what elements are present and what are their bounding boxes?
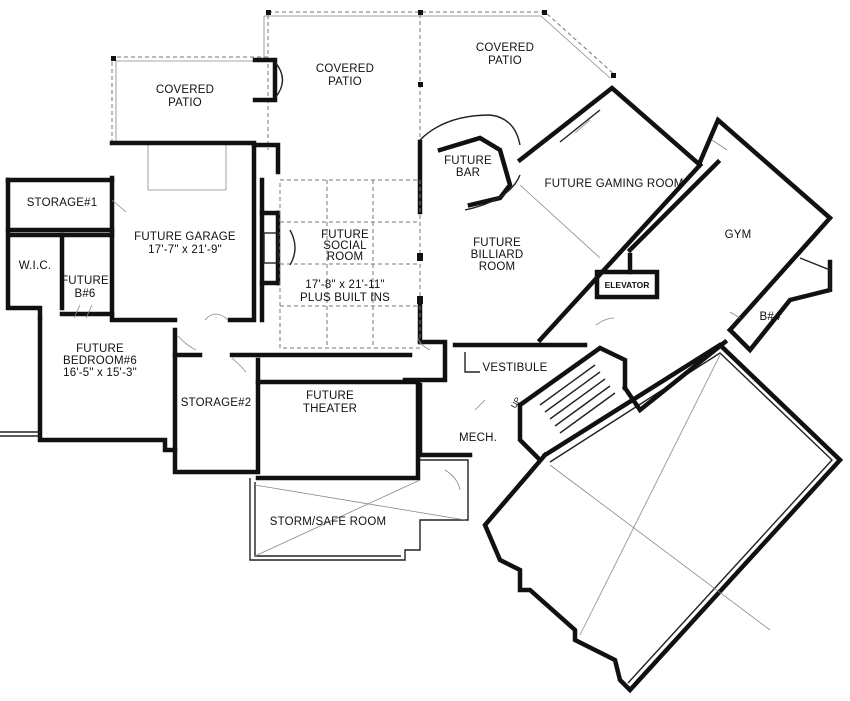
label-mech: MECH. (459, 432, 497, 444)
label-gym: GYM (725, 229, 752, 241)
label-bath-4: B#4 (759, 311, 780, 323)
label-vestibule: VESTIBULE (482, 362, 547, 374)
label-future-gaming-room: FUTURE GAMING ROOM (544, 178, 683, 190)
social-room-grid (263, 179, 423, 349)
label-wic: W.I.C. (19, 260, 52, 272)
label-elevator: ELEVATOR (605, 280, 650, 290)
door-swings (73, 119, 741, 491)
walls (0, 85, 844, 694)
covered-patio-outlines (111, 10, 616, 191)
label-social-room-dims: 17'-8" x 21'-11"PLUS BUILT INS (300, 279, 390, 304)
label-storage-2: STORAGE#2 (181, 397, 252, 409)
label-storm-safe-room: STORM/SAFE ROOM (270, 516, 387, 528)
label-storage-1: STORAGE#1 (27, 197, 98, 209)
